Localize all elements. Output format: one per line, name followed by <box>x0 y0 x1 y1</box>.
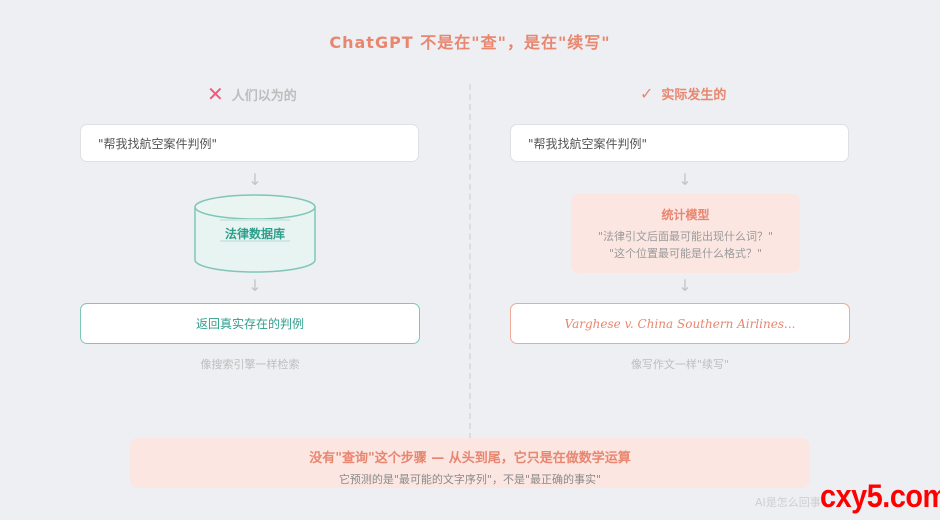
left-query-box: "帮我找航空案件判例" <box>80 124 419 162</box>
diagram-title: ChatGPT 不是在"查"，是在"续写" <box>329 33 611 52</box>
arrow-down-icon: ↓ <box>678 276 692 295</box>
check-icon: ✓ <box>640 83 654 103</box>
model-title: 统计模型 <box>661 208 710 222</box>
database-icon <box>194 194 316 273</box>
right-query-box: "帮我找航空案件判例" <box>510 124 849 162</box>
right-result-text: Varghese v. China Southern Airlines... <box>564 316 796 331</box>
left-query-text: "帮我找航空案件判例" <box>98 136 218 151</box>
left-column-heading: ✕ 人们以为的 <box>207 84 297 104</box>
model-question: "法律引文后面最可能出现什么词？" <box>597 230 774 243</box>
x-icon: ✕ <box>207 82 224 106</box>
summary-box: 没有"查询"这个步骤 — 从头到尾，它只是在做数学运算 它预测的是"最可能的文字… <box>130 438 810 488</box>
watermark: cxy5.com <box>820 478 940 514</box>
left-heading-label: 人们以为的 <box>231 88 297 104</box>
footer-note: AI是怎么回事 <box>755 496 821 509</box>
left-caption: 像搜索引擎一样检索 <box>200 358 300 371</box>
statistical-model-box: 统计模型 "法律引文后面最可能出现什么词？" "这个位置最可能是什么格式？" <box>571 194 800 273</box>
right-result-box: Varghese v. China Southern Airlines... <box>510 303 850 344</box>
right-heading-label: 实际发生的 <box>661 88 727 103</box>
right-caption: 像写作文一样"续写" <box>630 358 730 371</box>
arrow-down-icon: ↓ <box>678 170 692 189</box>
arrow-down-icon: ↓ <box>248 276 262 295</box>
column-divider <box>469 84 471 439</box>
arrow-down-icon: ↓ <box>248 170 262 189</box>
model-question: "这个位置最可能是什么格式？" <box>608 247 763 260</box>
summary-subtitle: 它预测的是"最可能的文字序列"，不是"最正确的事实" <box>338 473 602 486</box>
right-query-text: "帮我找航空案件判例" <box>528 136 648 151</box>
summary-title: 没有"查询"这个步骤 — 从头到尾，它只是在做数学运算 <box>309 451 631 466</box>
database-label: 法律数据库 <box>224 227 285 241</box>
left-result-text: 返回真实存在的判例 <box>195 317 304 331</box>
left-result-box: 返回真实存在的判例 <box>80 303 420 344</box>
right-column-heading: ✓ 实际发生的 <box>640 84 726 103</box>
